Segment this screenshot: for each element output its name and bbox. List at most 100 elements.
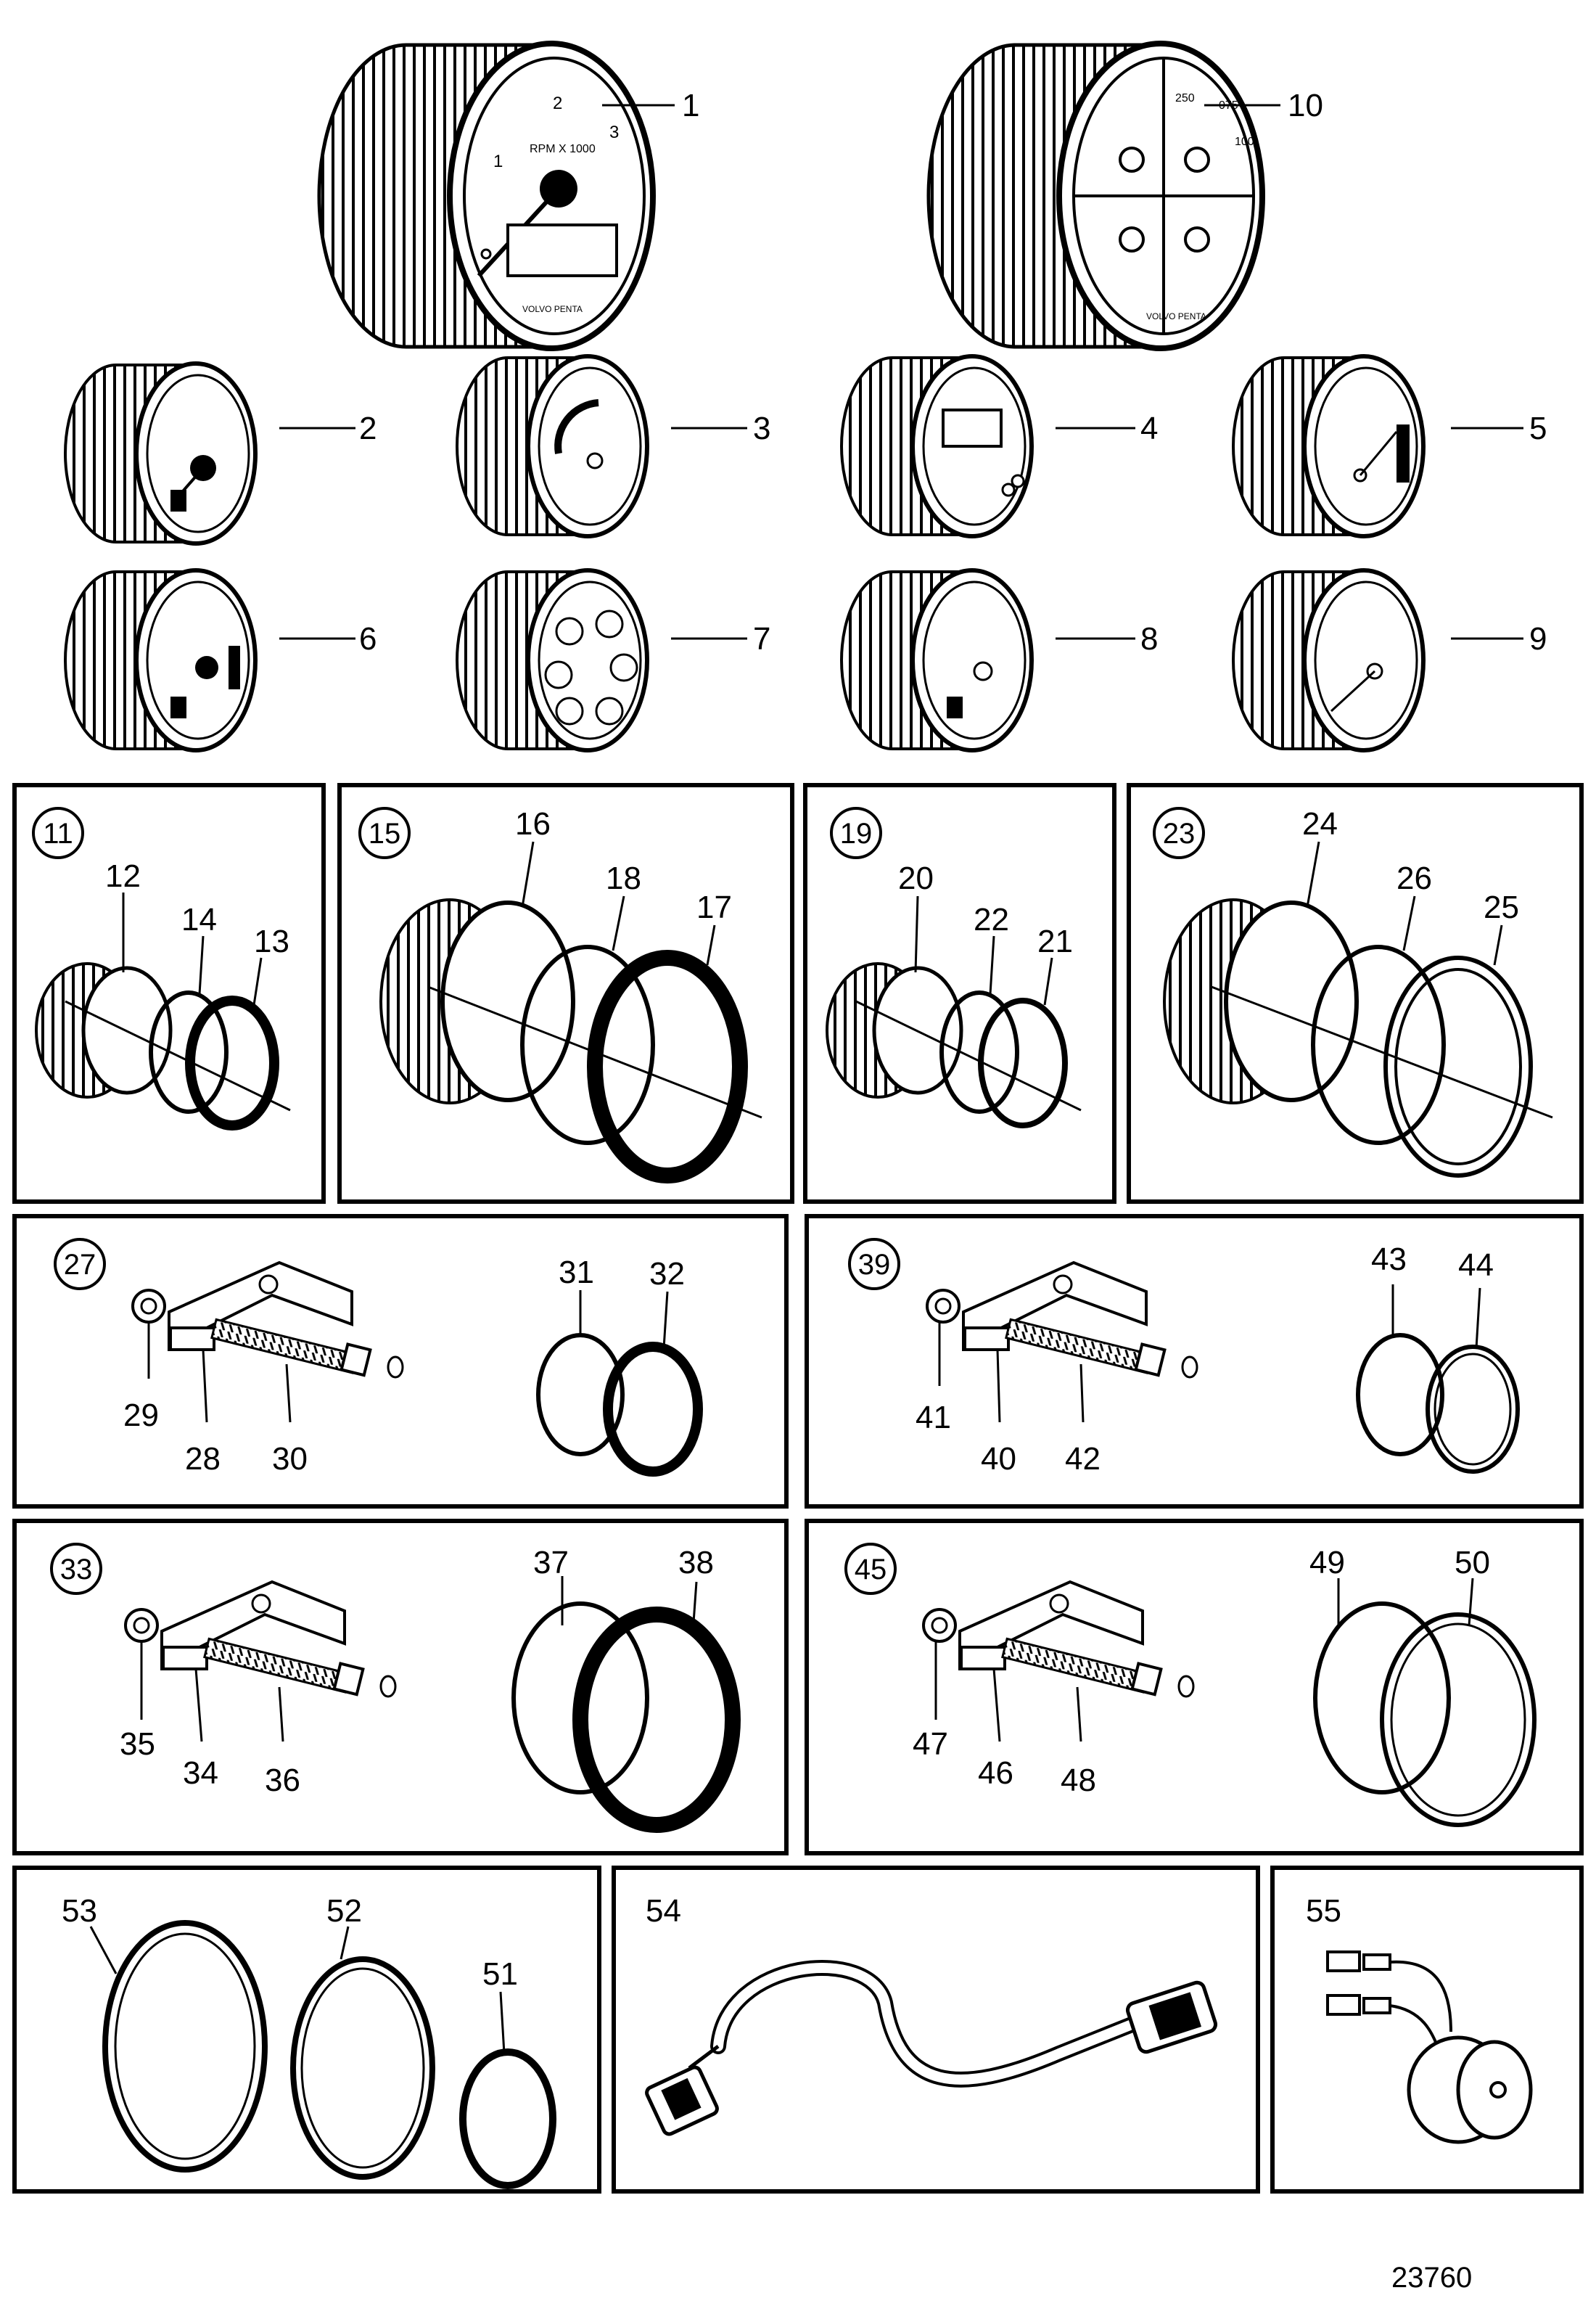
ring-53 <box>102 1920 268 2173</box>
callout-21: 21 <box>1037 924 1073 959</box>
callout-54: 54 <box>646 1893 681 1929</box>
callout-12: 12 <box>105 858 141 894</box>
seal-38 <box>572 1607 741 1833</box>
callout-14: 14 <box>181 902 217 938</box>
tach-tick-3: 3 <box>609 123 619 142</box>
ring-22 <box>939 990 1019 1114</box>
bezel-12 <box>35 962 173 1099</box>
callout-49: 49 <box>1309 1545 1345 1580</box>
callout-42: 42 <box>1065 1441 1101 1477</box>
ring-21 <box>978 998 1068 1128</box>
callout-52: 52 <box>326 1893 362 1929</box>
quad-scale-100: 100 <box>1235 136 1254 148</box>
gauge-7 <box>457 570 647 750</box>
gauge-4 <box>842 356 1032 536</box>
callout-31: 31 <box>559 1255 594 1290</box>
callout-6: 6 <box>359 621 377 657</box>
ring-26 <box>1311 945 1446 1145</box>
callout-32: 32 <box>649 1256 685 1292</box>
tach-tick-1: 1 <box>493 152 503 171</box>
callout-10: 10 <box>1288 88 1323 123</box>
callout-34: 34 <box>183 1755 218 1791</box>
callout-25: 25 <box>1484 890 1519 925</box>
harness-54 <box>645 1960 1218 2136</box>
callout-2: 2 <box>359 411 377 446</box>
kit-ref-39: 39 <box>858 1249 891 1281</box>
callout-44: 44 <box>1458 1247 1494 1283</box>
bracket-kit-45 <box>922 1580 1195 1698</box>
kit-box-39 <box>805 1214 1584 1509</box>
bracket-kit-39 <box>926 1261 1198 1379</box>
callout-28: 28 <box>185 1441 221 1477</box>
ring-14 <box>149 990 229 1114</box>
callout-7: 7 <box>753 621 770 657</box>
bezel-20 <box>826 962 963 1099</box>
callout-8: 8 <box>1140 621 1158 657</box>
bezel-24 <box>1163 898 1359 1104</box>
bezel-16 <box>379 898 575 1104</box>
bracket-kit-27 <box>131 1261 404 1379</box>
ring-37 <box>511 1601 649 1794</box>
callout-46: 46 <box>978 1755 1013 1791</box>
callout-37: 37 <box>533 1545 569 1580</box>
gauge-6 <box>65 570 255 750</box>
kit-box-45 <box>805 1519 1584 1855</box>
seal-13 <box>185 996 279 1131</box>
callout-51: 51 <box>482 1956 518 1992</box>
tach-brand: VOLVO PENTA <box>522 304 583 314</box>
callout-22: 22 <box>974 902 1009 938</box>
callout-20: 20 <box>898 861 934 896</box>
callout-50: 50 <box>1455 1545 1490 1580</box>
ring-44 <box>1426 1345 1520 1474</box>
callout-43: 43 <box>1371 1242 1407 1277</box>
gauge-9 <box>1233 570 1423 750</box>
kit-box-27 <box>12 1214 789 1509</box>
tach-tick-2: 2 <box>553 94 562 113</box>
kit-ref-11: 11 <box>43 818 73 850</box>
callout-36: 36 <box>265 1763 300 1798</box>
gauge-8 <box>842 570 1032 750</box>
kit-box-11 <box>12 783 326 1204</box>
quad-scale-250: 250 <box>1175 92 1195 104</box>
ring-49 <box>1313 1601 1451 1794</box>
tach-rpm-label: RPM X 1000 <box>530 143 596 155</box>
callout-40: 40 <box>981 1441 1016 1477</box>
bracket-kit-33 <box>124 1580 397 1698</box>
kit-ref-19: 19 <box>840 818 873 850</box>
kit-box-15 <box>337 783 794 1204</box>
ring-50 <box>1380 1612 1537 1827</box>
ring-18 <box>520 945 655 1145</box>
callout-17: 17 <box>696 890 732 925</box>
callout-26: 26 <box>1396 861 1432 896</box>
kit-ref-27: 27 <box>64 1249 96 1281</box>
kit-box-19 <box>803 783 1116 1204</box>
callout-5: 5 <box>1529 411 1547 446</box>
bezel-ring-25 <box>1383 956 1533 1178</box>
kit-box-53-52-51 <box>12 1866 601 2194</box>
callout-13: 13 <box>254 924 289 959</box>
callout-41: 41 <box>916 1400 951 1435</box>
ring-43 <box>1356 1333 1444 1456</box>
kit-ref-33: 33 <box>60 1554 93 1585</box>
gauge-1-tachometer: RPM X 1000 1 2 3 VOLVO PENTA <box>319 44 653 348</box>
drawing-number: 23760 <box>1391 2262 1472 2294</box>
callout-18: 18 <box>606 861 641 896</box>
kit-ref-15: 15 <box>369 818 401 850</box>
callout-53: 53 <box>62 1893 97 1929</box>
callout-38: 38 <box>678 1545 714 1580</box>
callout-3: 3 <box>753 411 770 446</box>
kit-ref-23: 23 <box>1163 818 1196 850</box>
kit-box-33 <box>12 1519 789 1855</box>
callout-35: 35 <box>120 1726 155 1762</box>
callout-48: 48 <box>1061 1763 1096 1798</box>
quad-brand: VOLVO PENTA <box>1146 311 1206 321</box>
gauge-10-quad: 250 075 100 VOLVO PENTA <box>929 44 1262 348</box>
callout-1: 1 <box>682 88 699 123</box>
gauge-5 <box>1233 356 1423 536</box>
kit-ref-45: 45 <box>855 1554 887 1585</box>
callout-9: 9 <box>1529 621 1547 657</box>
callout-4: 4 <box>1140 411 1158 446</box>
seal-51 <box>459 2048 556 2189</box>
callout-24: 24 <box>1302 806 1338 842</box>
